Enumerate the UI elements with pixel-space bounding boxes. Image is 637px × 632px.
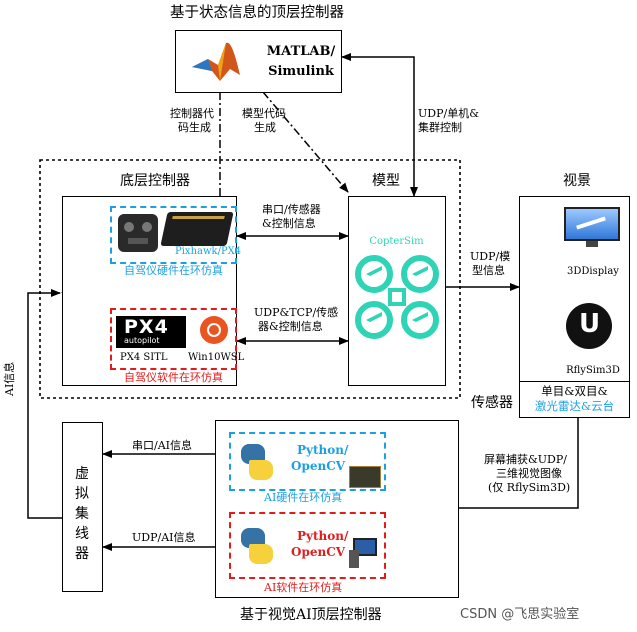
ai-sw-caption: AI软件在环仿真: [264, 581, 343, 594]
ai-sw-group: Python/ OpenCV: [229, 512, 386, 579]
ai-hw-line-1: Python/: [297, 443, 349, 457]
pixhawk-icon: [160, 212, 234, 246]
matlab-logo-icon: [192, 42, 240, 81]
coptersim-label: CopterSim: [369, 236, 424, 247]
rc-transmitter-icon: [118, 214, 158, 252]
ai-hw-group: Python/ OpenCV: [229, 432, 386, 491]
label-ai-info: AI信息: [3, 361, 16, 396]
arrow-udp-cluster: [341, 53, 418, 197]
px4-logo-main: PX4: [124, 316, 169, 338]
hil-device-label: Pixhawk/PX4: [175, 246, 242, 257]
label-udp-cluster-1: UDP/单机&: [418, 107, 479, 120]
view-name-rflysim3d: RflySim3D: [566, 365, 620, 376]
label-serial-ai: 串口/AI信息: [132, 439, 192, 452]
label-udp-cluster-2: 集群控制: [418, 121, 462, 134]
arrow-model-code: [262, 91, 349, 193]
ai-sw-line-1: Python/: [297, 529, 349, 543]
quadcopter-icon: [355, 255, 439, 339]
hub-char-4: 线: [75, 526, 89, 542]
title-top: 基于状态信息的顶层控制器: [170, 5, 344, 21]
ubuntu-icon: [200, 316, 228, 344]
label-serial-sensor-1: 串口/传感器: [262, 203, 321, 216]
sil-name-left: PX4 SITL: [120, 352, 168, 363]
view-box: 3DDisplay U RflySim3D 单目&双目& 激光雷达&云台: [519, 196, 630, 418]
label-screen-capture-3: (仅 RflySim3D): [488, 481, 571, 494]
sensors-line-2: 激光雷达&云台: [534, 399, 615, 413]
matlab-label-1: MATLAB/: [266, 44, 336, 59]
hil-caption: 自驾仪硬件在环仿真: [124, 264, 223, 277]
watermark: CSDN @飞思实验室: [460, 607, 580, 622]
model-box: CopterSim: [348, 196, 446, 386]
label-sensor: 传感器: [471, 395, 513, 411]
matlab-label-2: Simulink: [268, 64, 334, 79]
label-controller-code-2: 码生成: [178, 121, 211, 134]
px4-logo-sub: autopilot: [124, 336, 160, 345]
label-controller-code-1: 控制器代: [170, 107, 214, 120]
ai-sw-line-2: OpenCV: [291, 545, 346, 559]
hub-char-3: 集: [75, 506, 89, 522]
label-udp-tcp-1: UDP&TCP/传感: [254, 306, 339, 319]
hub-char-1: 虚: [75, 466, 89, 482]
sil-name-right: Win10WSL: [188, 352, 245, 363]
hil-group: Pixhawk/PX4: [110, 206, 241, 264]
title-bottom: 基于视觉AI顶层控制器: [240, 607, 382, 623]
label-model: 模型: [372, 173, 400, 189]
label-udp-model-1: UDP/模: [470, 250, 511, 263]
board-icon: [349, 466, 381, 488]
label-serial-sensor-2: &控制信息: [262, 217, 316, 230]
label-udp-tcp-2: 器&控制信息: [258, 320, 323, 333]
dotted-frame: [39, 159, 461, 399]
label-screen-capture-2: 三维视觉图像: [496, 467, 562, 480]
px4-logo: PX4 autopilot: [116, 316, 186, 348]
hub-char-2: 拟: [75, 486, 89, 502]
label-screen-capture-1: 屏幕捕获&UDP/: [484, 453, 567, 466]
virtual-hub-box: 虚 拟 集 线 器: [62, 422, 103, 592]
hub-char-5: 器: [75, 546, 89, 562]
python-logo-icon: [241, 444, 273, 480]
label-model-code-1: 模型代码: [242, 107, 286, 120]
ai-hw-line-2: OpenCV: [291, 459, 346, 473]
label-bottom-controller: 底层控制器: [120, 173, 190, 189]
sil-caption: 自驾仪软件在环仿真: [124, 371, 223, 384]
label-view: 视景: [563, 173, 591, 189]
python-logo-icon: [241, 528, 273, 564]
label-udp-ai: UDP/AI信息: [132, 531, 196, 544]
sil-group: PX4 autopilot PX4 SITL Win10WSL: [110, 308, 244, 370]
matlab-box: MATLAB/ Simulink: [175, 30, 342, 93]
computer-icon: [349, 538, 379, 568]
unreal-engine-icon: U: [566, 303, 612, 349]
sensors-line-1: 单目&双目&: [541, 384, 608, 398]
view-name-3ddisplay: 3DDisplay: [567, 266, 619, 277]
ai-hw-caption: AI硬件在环仿真: [264, 491, 343, 504]
arrow-ai-info: [27, 289, 62, 519]
monitor-icon: [564, 207, 620, 249]
label-model-code-2: 生成: [254, 121, 276, 134]
label-udp-model-2: 型信息: [472, 264, 505, 277]
